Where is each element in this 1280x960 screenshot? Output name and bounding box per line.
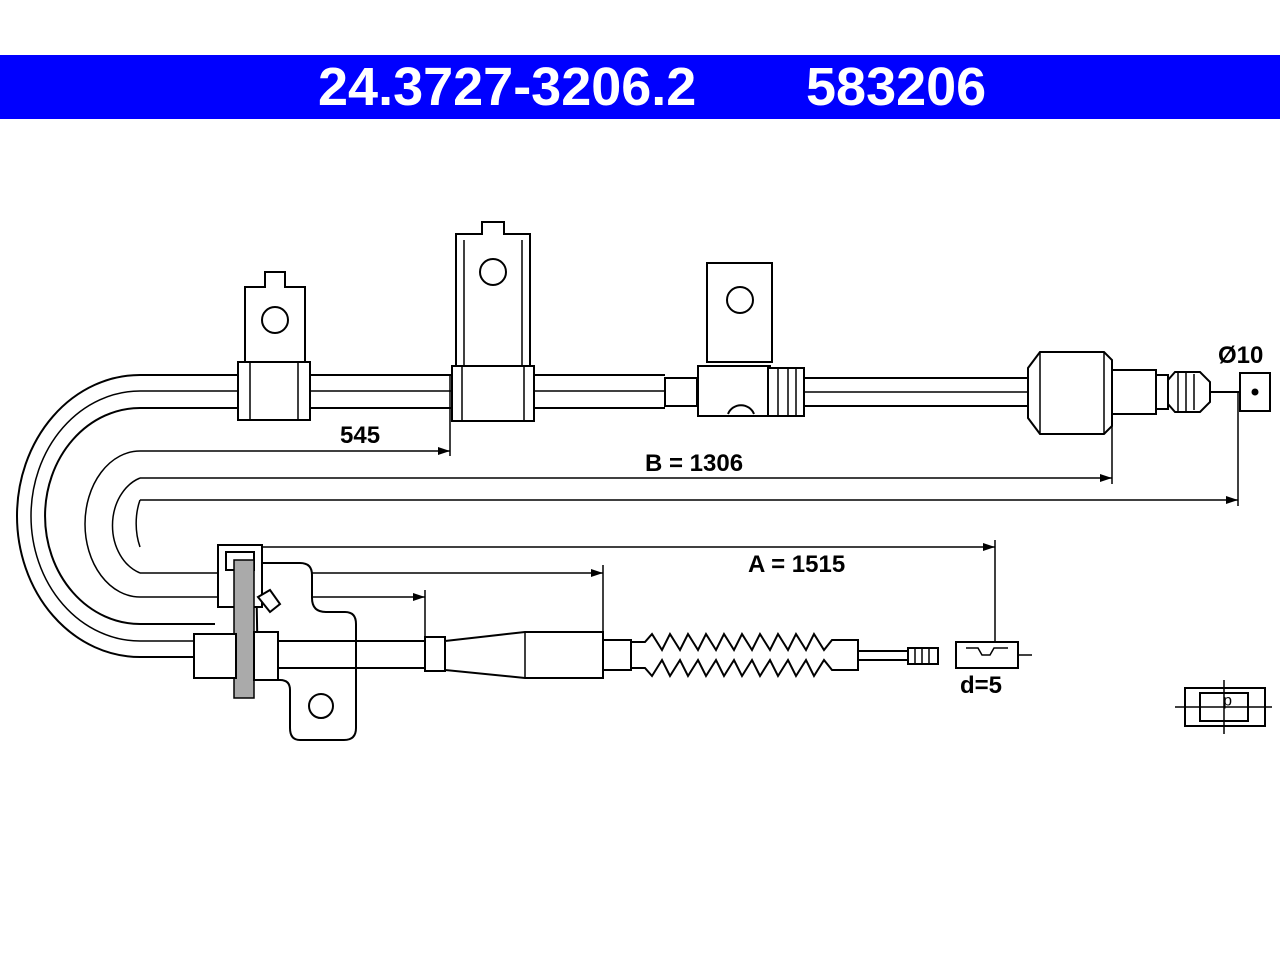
dim-diameter-label: Ø10 bbox=[1218, 342, 1263, 369]
reference-number: 583206 bbox=[806, 57, 987, 117]
lower-cable-end bbox=[278, 631, 1032, 679]
nipple-detail-symbol: d bbox=[1175, 680, 1272, 734]
title-banner: 24.3727-3206.2 583206 bbox=[0, 55, 1280, 119]
dim-a-label: A = 1515 bbox=[748, 551, 845, 578]
dimension-lines bbox=[84, 376, 1239, 660]
mounting-clip-1 bbox=[237, 271, 311, 421]
svg-text:d: d bbox=[1223, 693, 1232, 710]
mounting-clip-3 bbox=[697, 262, 805, 417]
mounting-clip-2 bbox=[451, 221, 535, 422]
dim-cable-diameter-label: d=5 bbox=[960, 672, 1002, 699]
lower-bracket bbox=[193, 544, 357, 741]
dim-545-label: 545 bbox=[340, 422, 380, 449]
dim-b-label: B = 1306 bbox=[645, 450, 743, 477]
part-number: 24.3727-3206.2 bbox=[318, 57, 697, 117]
